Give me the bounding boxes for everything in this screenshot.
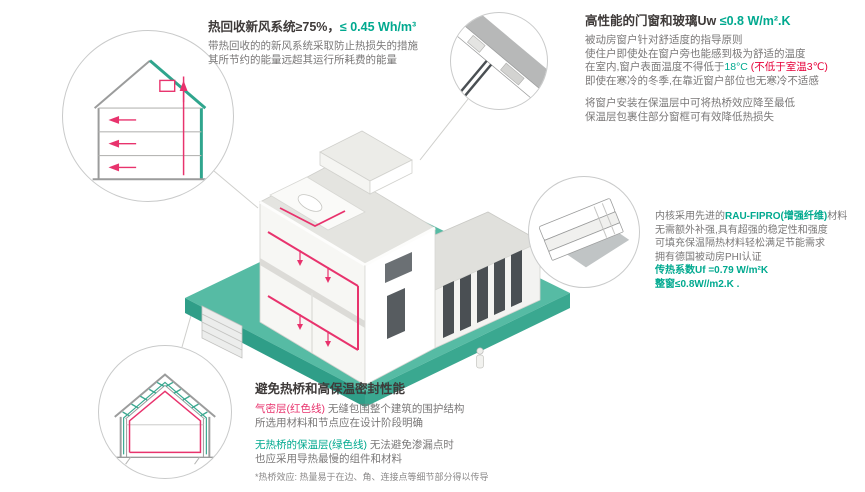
windows-title-value: ≤0.8 W/m².K bbox=[719, 14, 791, 28]
windows-line5: 将窗户安装在保温层中可将热桥效应降至最低 bbox=[585, 97, 795, 109]
window-corner-drawing bbox=[453, 13, 547, 103]
windows-title-black: 高性能的门窗和玻璃Uw bbox=[585, 14, 720, 28]
roof-insulation-hatch bbox=[122, 381, 208, 417]
thermal-footnote: *热桥效应: 热量易于在边、角、连接点等细节部分得以传导 bbox=[255, 472, 489, 482]
windows-section-text: 高性能的门窗和玻璃Uw ≤0.8 W/m².K 被动房窗户针对舒适度的指导原则 … bbox=[585, 14, 861, 124]
thermal-line4: 也应采用导热最慢的组件和材料 bbox=[255, 452, 402, 465]
hrv-title-value: ≤ 0.45 Wh/m³ bbox=[339, 20, 417, 34]
thermal-line2: 所选用材料和节点应在设计阶段明确 bbox=[255, 416, 423, 429]
bathtub bbox=[297, 194, 323, 212]
windows-line1: 被动房窗户针对舒适度的指导原则 bbox=[585, 34, 743, 46]
hrv-house-drawing bbox=[92, 59, 208, 181]
profile-line3: 可填充保温隔热材料轻松满足节能需求 bbox=[655, 238, 825, 249]
uf-value: 传热系数Uf =0.79 W/m²K bbox=[655, 265, 769, 276]
thermal-body: 气密层(红色线) 无缝包围整个建筑的围护结构 所选用材料和节点应在设计阶段明确 … bbox=[255, 403, 595, 483]
uw-value: 整窗≤0.8W//m2.K . bbox=[655, 278, 740, 290]
windows-line2: 使住户即使处在窗户旁也能感到极为舒适的温度 bbox=[585, 47, 806, 60]
thermal-house-drawing bbox=[108, 373, 222, 465]
airflow-arrows bbox=[108, 80, 188, 172]
profile-line1: 内核采用先进的RAU-FIPRO(增强纤维)材料 bbox=[655, 211, 848, 222]
windows-line4: 即使在寒冷的冬季,在靠近窗户部位也无寒冷不适感 bbox=[585, 74, 819, 87]
thermal-section-text: 避免热桥和高保温密封性能 气密层(红色线) 无缝包围整个建筑的围护结构 所选用材… bbox=[255, 382, 595, 483]
window-profile-drawing bbox=[538, 198, 630, 268]
window-panes bbox=[443, 250, 522, 338]
main-block bbox=[259, 130, 436, 386]
hrv-house-illustration bbox=[62, 30, 234, 202]
ventilation-ducts bbox=[267, 231, 359, 351]
windows-title: 高性能的门窗和玻璃Uw ≤0.8 W/m².K bbox=[585, 14, 861, 29]
material-name: RAU-FIPRO(增强纤维) bbox=[725, 211, 828, 222]
facade-window bbox=[385, 252, 412, 283]
windows-line6: 保温层包裹住部分窗框可有效降低热损失 bbox=[585, 110, 774, 123]
windows-body-1: 被动房窗户针对舒适度的指导原则 使住户即使处在窗户旁也能感到极为舒适的温度 在室… bbox=[585, 34, 861, 88]
airtight-layer-label: 气密层(红色线) bbox=[255, 403, 325, 415]
profile-line2: 无需额外补强,具有超强的稳定性和强度 bbox=[655, 224, 828, 236]
hrv-title-black: 热回收新风系统≥75%， bbox=[208, 20, 340, 34]
windows-body-2: 将窗户安装在保温层中可将热桥效应降至最低 保温层包裹住部分窗框可有效降低热损失 bbox=[585, 97, 861, 124]
insulation-layer-label: 无热桥的保温层(绿色线) bbox=[255, 439, 367, 451]
window-profile-illustration bbox=[528, 176, 640, 288]
airtight-layer-line: 气密层(红色线) 无缝包围整个建筑的围护结构 bbox=[255, 403, 465, 415]
insulation-line bbox=[123, 381, 207, 455]
entry-door bbox=[387, 288, 405, 339]
temp-note: (不低于室温3℃) bbox=[747, 61, 828, 73]
hrv-body-line1: 带热回收的的新风系统采取防止热损失的措施 bbox=[208, 40, 418, 52]
person-figure bbox=[476, 347, 484, 369]
hrv-body: 带热回收的的新风系统采取防止热损失的措施 其所节约的能量远超其运行所耗费的能量 bbox=[208, 40, 480, 67]
profile-body: 内核采用先进的RAU-FIPRO(增强纤维)材料 无需额外补强,具有超强的稳定性… bbox=[655, 210, 863, 291]
hrv-unit bbox=[159, 79, 176, 92]
duct-arrows bbox=[297, 260, 331, 347]
windows-line3: 在室内,窗户表面温度不得低于18°C (不低于室温3℃) bbox=[585, 61, 828, 73]
thermal-house-illustration bbox=[98, 345, 232, 479]
profile-section-text: 内核采用先进的RAU-FIPRO(增强纤维)材料 无需额外补强,具有超强的稳定性… bbox=[655, 210, 863, 291]
temp-value: 18°C bbox=[724, 61, 748, 73]
airtight-line bbox=[128, 390, 202, 454]
hrv-section-text: 热回收新风系统≥75%，≤ 0.45 Wh/m³ 带热回收的的新风系统采取防止热… bbox=[208, 20, 480, 67]
window-corner-illustration bbox=[450, 12, 548, 110]
main-house-illustration bbox=[181, 98, 570, 407]
hrv-title: 热回收新风系统≥75%，≤ 0.45 Wh/m³ bbox=[208, 20, 480, 35]
thermal-title: 避免热桥和高保温密封性能 bbox=[255, 382, 406, 396]
hrv-body-line2: 其所节约的能量远超其运行所耗费的能量 bbox=[208, 53, 397, 66]
profile-line4: 拥有德国被动房PHI认证 bbox=[655, 251, 762, 263]
insulation-layer-line: 无热桥的保温层(绿色线) 无法避免渗漏点时 bbox=[255, 439, 454, 451]
